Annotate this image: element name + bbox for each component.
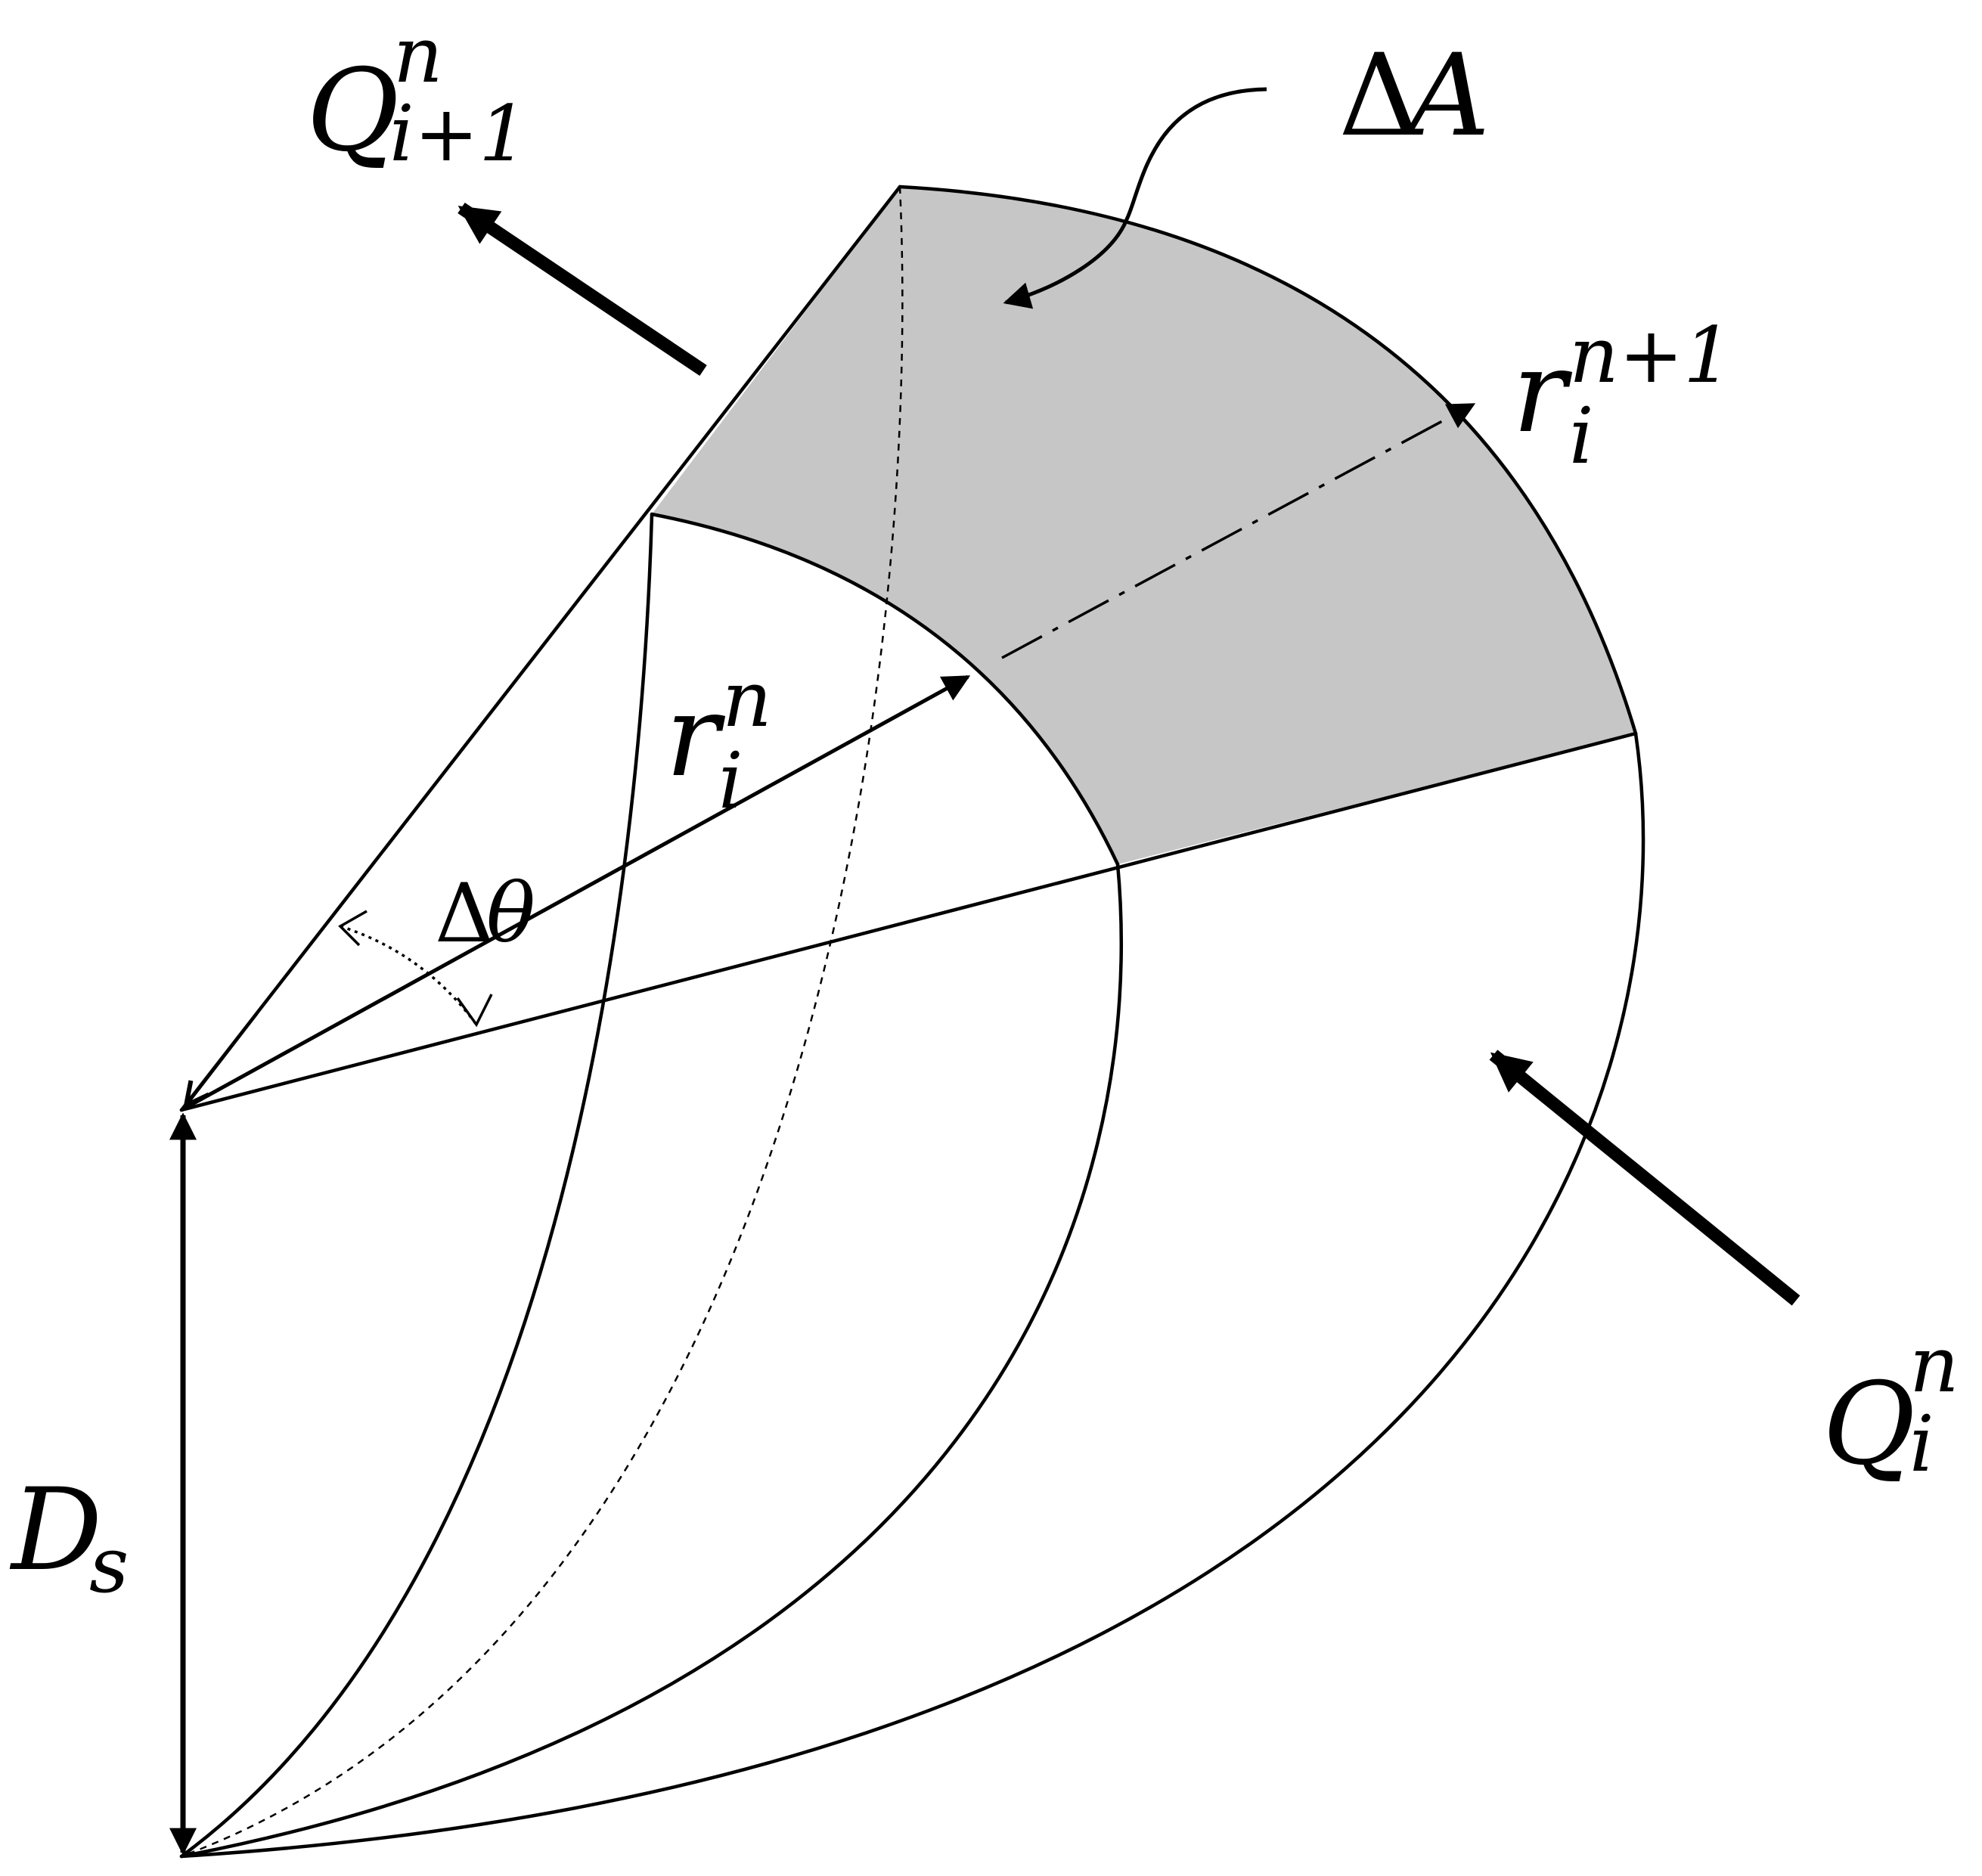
label-radius-new-sub: i — [1569, 392, 1594, 482]
angle-arc-marker — [340, 925, 478, 1026]
label-angle: Δ θ — [435, 867, 535, 961]
label-radius-new-main: r — [1512, 327, 1573, 458]
label-radius-old-sup: n — [722, 655, 772, 745]
label-flux-out-sub: i+1 — [389, 89, 528, 179]
inner-profile-curve — [179, 512, 654, 1859]
cone-top-edge — [179, 184, 902, 1112]
label-area-var: A — [1399, 30, 1490, 162]
flux-out-arrow — [458, 202, 707, 377]
apex-arrow — [186, 1012, 259, 1105]
label-angle-var: θ — [486, 867, 535, 961]
label-radius-old-sub: i — [718, 736, 743, 826]
inner-arc — [650, 512, 1120, 867]
label-flux-in: Q n i — [1822, 1320, 1959, 1490]
label-flux-out: Q n i+1 — [306, 11, 528, 179]
label-depth-main: D — [9, 1465, 102, 1596]
radius-old-arrow — [180, 674, 971, 1112]
label-radius-old: r n i — [665, 655, 772, 826]
outer-profile-curve — [179, 731, 1645, 1859]
angle-tick-bottom-icon — [456, 994, 493, 1028]
shaded-area-delta-a — [652, 187, 1636, 864]
label-area-delta: Δ — [1338, 30, 1420, 162]
label-radius-new: r n+1 i — [1512, 311, 1732, 482]
label-flux-in-main: Q — [1822, 1359, 1915, 1490]
outer-arc — [898, 184, 1638, 736]
label-radius-new-sup: n+1 — [1569, 311, 1732, 401]
label-angle-delta: Δ — [435, 867, 494, 961]
label-area: Δ A — [1338, 30, 1490, 162]
radius-new-arrow — [1001, 403, 1476, 659]
label-radius-old-main: r — [665, 671, 726, 802]
area-pointer-arrow — [1003, 87, 1267, 309]
label-flux-out-main: Q — [306, 45, 399, 177]
label-flux-out-sup: n — [393, 11, 443, 101]
flux-in-arrow — [1489, 1050, 1801, 1306]
label-depth-sub: s — [89, 1521, 129, 1611]
label-flux-in-sub: i — [1909, 1400, 1934, 1490]
label-depth: D s — [9, 1465, 129, 1611]
angle-tick-left-icon — [338, 910, 368, 947]
label-flux-in-sup: n — [1909, 1320, 1959, 1410]
cone-radial-edge — [179, 731, 1638, 1112]
middle-profile-curve — [179, 862, 1123, 1859]
